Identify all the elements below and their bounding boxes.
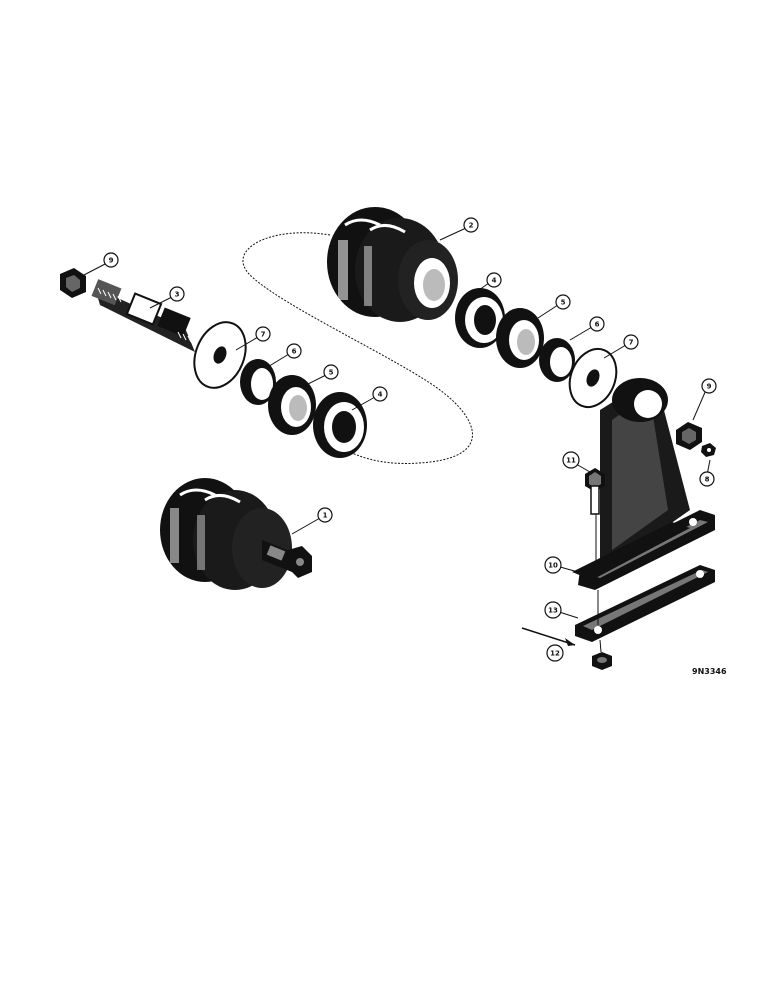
svg-text:3: 3: [175, 291, 180, 299]
callout-4-left: 4: [372, 386, 388, 402]
svg-text:9: 9: [707, 383, 712, 391]
svg-text:4: 4: [492, 277, 497, 285]
callout-8: 8: [699, 471, 715, 487]
svg-text:7: 7: [629, 339, 634, 347]
svg-text:12: 12: [550, 650, 560, 658]
svg-text:7: 7: [261, 331, 266, 339]
svg-text:5: 5: [329, 369, 334, 377]
washer-right: [568, 347, 618, 409]
svg-text:1: 1: [323, 512, 328, 520]
callout-3: 3: [169, 286, 185, 302]
retainer-left: [240, 359, 276, 405]
plate: [575, 565, 715, 642]
svg-text:4: 4: [378, 391, 383, 399]
seal-left: [268, 375, 316, 435]
callout-10: 10: [544, 556, 562, 574]
washer-left: [193, 321, 247, 389]
svg-text:10: 10: [548, 562, 558, 570]
callout-9-left: 9: [103, 252, 119, 268]
alignment-lines: [595, 514, 602, 653]
svg-text:6: 6: [595, 321, 600, 329]
bearing-left: [313, 392, 367, 458]
svg-text:6: 6: [292, 348, 297, 356]
shaft: [91, 279, 197, 352]
bolt: [585, 468, 605, 515]
callout-4-right: 4: [486, 272, 502, 288]
svg-text:9: 9: [109, 257, 114, 265]
callout-1: 1: [317, 507, 333, 523]
callout-2: 2: [463, 217, 479, 233]
assembly-loop: [242, 232, 473, 464]
retainer-right: [539, 338, 575, 382]
svg-text:13: 13: [548, 607, 558, 615]
callout-6-left: 6: [286, 343, 302, 359]
callout-11: 11: [562, 451, 580, 469]
callout-5-left: 5: [323, 364, 339, 380]
seal-right: [496, 308, 544, 368]
callout-7-left: 7: [255, 326, 271, 342]
svg-text:11: 11: [566, 457, 576, 465]
direction-arrow: [521, 627, 576, 646]
bottom-nut: [592, 652, 612, 670]
shim: [572, 522, 690, 580]
callout-13: 13: [544, 601, 562, 619]
callout-9-right: 9: [701, 378, 717, 394]
callout-12: 12: [546, 644, 564, 662]
callout-7-right: 7: [623, 334, 639, 350]
roller-assembly: [160, 478, 312, 590]
bearing-right: [455, 288, 505, 348]
callout-5-right: 5: [555, 294, 571, 310]
svg-text:2: 2: [469, 222, 474, 230]
shaft-nut: [60, 268, 86, 298]
bracket-nut: [676, 422, 702, 450]
svg-text:8: 8: [705, 476, 710, 484]
reference-code: 9N3346: [692, 667, 727, 676]
plug: [701, 443, 716, 457]
svg-text:5: 5: [561, 299, 566, 307]
callout-6-right: 6: [589, 316, 605, 332]
roller-body: [327, 207, 458, 322]
